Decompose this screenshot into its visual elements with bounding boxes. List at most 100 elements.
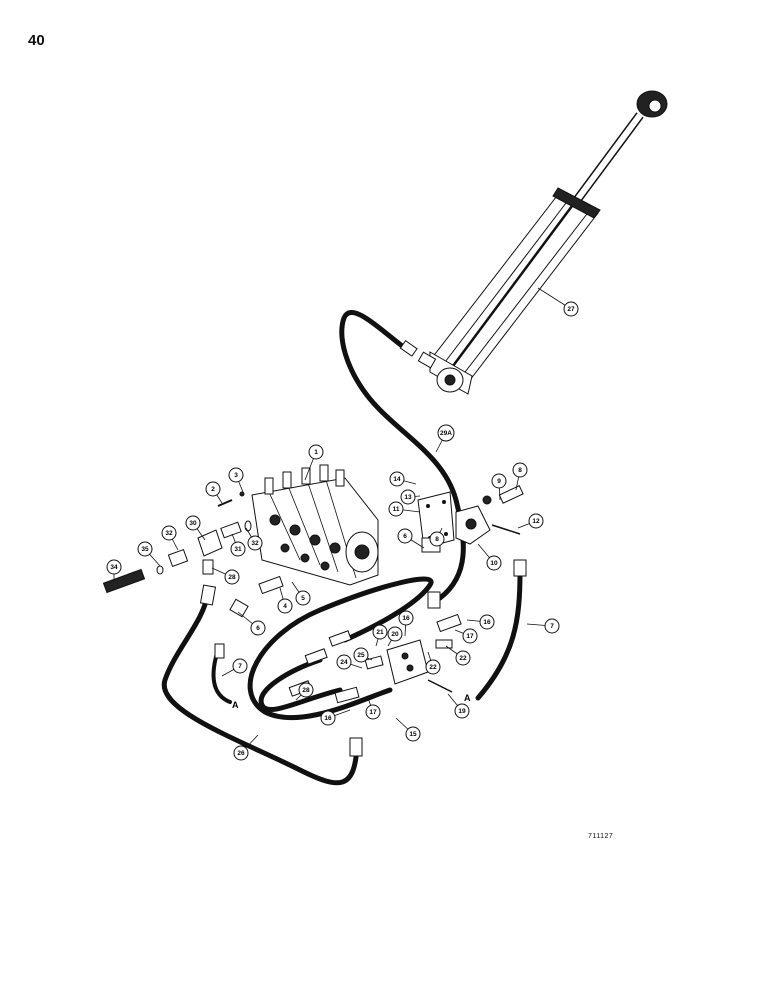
callout-c22a: 22 — [455, 650, 471, 666]
callout-label: 31 — [234, 546, 242, 553]
callout-circle — [491, 473, 507, 489]
callout-circle — [479, 614, 495, 630]
callout-label: 29A — [440, 430, 452, 437]
callout-label: 12 — [532, 518, 540, 525]
callout-c28a: 28 — [298, 682, 314, 698]
callout-circle — [365, 704, 381, 720]
callout-circle — [389, 471, 405, 487]
callout-c9: 9 — [491, 473, 507, 489]
callout-circle — [233, 745, 249, 761]
callout-circle — [336, 654, 352, 670]
callout-label: 17 — [466, 633, 474, 640]
callout-circle — [298, 682, 314, 698]
callout-label: 24 — [340, 659, 348, 666]
callout-circle — [250, 620, 266, 636]
callout-circle — [230, 541, 246, 557]
callout-label: 32 — [251, 540, 259, 547]
callout-circle — [462, 628, 478, 644]
callout-label: 10 — [490, 560, 498, 567]
callout-c35: 35 — [137, 541, 153, 557]
callout-label: 17 — [369, 709, 377, 716]
callout-c3: 3 — [228, 467, 244, 483]
inlet-fittings — [102, 491, 252, 594]
callout-c27: 27 — [563, 301, 579, 317]
callout-label: 20 — [391, 631, 399, 638]
callout-circle — [429, 531, 445, 547]
callout-label: 26 — [237, 750, 245, 757]
callout-c7b: 7 — [544, 618, 560, 634]
callout-c31: 31 — [230, 541, 246, 557]
callout-c20: 20 — [387, 626, 403, 642]
callout-label: 3 — [234, 472, 238, 479]
hydraulic-cylinder — [417, 90, 668, 395]
callout-circle — [387, 626, 403, 642]
callout-circle — [353, 647, 369, 663]
callout-label: 25 — [357, 652, 365, 659]
callout-label: 6 — [403, 533, 407, 540]
callout-c6b: 6 — [397, 528, 413, 544]
callout-circle — [232, 658, 248, 674]
callout-c32b: 32 — [247, 535, 263, 551]
callout-circle — [563, 301, 579, 317]
callout-c17a: 17 — [462, 628, 478, 644]
callout-circle — [398, 610, 414, 626]
callout-label: 7 — [550, 623, 554, 630]
hose-26 — [161, 589, 360, 786]
callout-c5: 5 — [295, 590, 311, 606]
callout-circle — [397, 528, 413, 544]
callout-label: 5 — [301, 595, 305, 602]
callout-c28b: 28 — [224, 569, 240, 585]
callout-circle — [388, 501, 404, 517]
callout-circle — [228, 467, 244, 483]
callout-label: 13 — [404, 494, 412, 501]
callout-circle — [372, 624, 388, 640]
callout-c21: 21 — [372, 624, 388, 640]
callout-label: 21 — [376, 629, 384, 636]
callout-label: 15 — [409, 731, 417, 738]
callout-circle — [425, 659, 441, 675]
callout-circle — [400, 489, 416, 505]
callout-label: 35 — [141, 546, 149, 553]
callout-c34: 34 — [106, 559, 122, 575]
callout-c12: 12 — [528, 513, 544, 529]
callout-circle — [137, 541, 153, 557]
callout-label: 30 — [189, 520, 197, 527]
callout-label: 11 — [393, 506, 400, 513]
callout-circle — [544, 618, 560, 634]
callout-c1: 1 — [308, 444, 324, 460]
callout-c29: 29A — [437, 424, 455, 442]
callout-label: 22 — [429, 664, 437, 671]
callout-label: 16 — [324, 715, 332, 722]
callout-circle — [295, 590, 311, 606]
flow-marker-a-left: A — [232, 700, 239, 710]
callout-c14: 14 — [389, 471, 405, 487]
callout-c6a: 6 — [250, 620, 266, 636]
callout-label: 9 — [497, 478, 501, 485]
callout-c13: 13 — [400, 489, 416, 505]
callout-c8a: 8 — [512, 462, 528, 478]
callout-label: 8 — [435, 536, 439, 543]
callout-label: 16 — [483, 619, 491, 626]
callout-circle — [486, 555, 502, 571]
callout-c8b: 8 — [429, 531, 445, 547]
callout-label: 2 — [211, 486, 215, 493]
callout-label: 22 — [459, 655, 467, 662]
callout-label: 16 — [402, 615, 410, 622]
callout-circle — [455, 650, 471, 666]
callout-circle — [185, 515, 201, 531]
callout-circle — [308, 444, 324, 460]
callout-c30: 30 — [185, 515, 201, 531]
callout-c19: 19 — [454, 703, 470, 719]
callout-c17b: 17 — [365, 704, 381, 720]
callout-c2: 2 — [205, 481, 221, 497]
callout-c26: 26 — [233, 745, 249, 761]
callout-label: 28 — [302, 687, 310, 694]
callout-circle — [320, 710, 336, 726]
callout-c32a: 32 — [161, 525, 177, 541]
callout-circle — [106, 559, 122, 575]
control-valve — [251, 464, 379, 586]
callout-circle — [277, 598, 293, 614]
callout-circle — [161, 525, 177, 541]
